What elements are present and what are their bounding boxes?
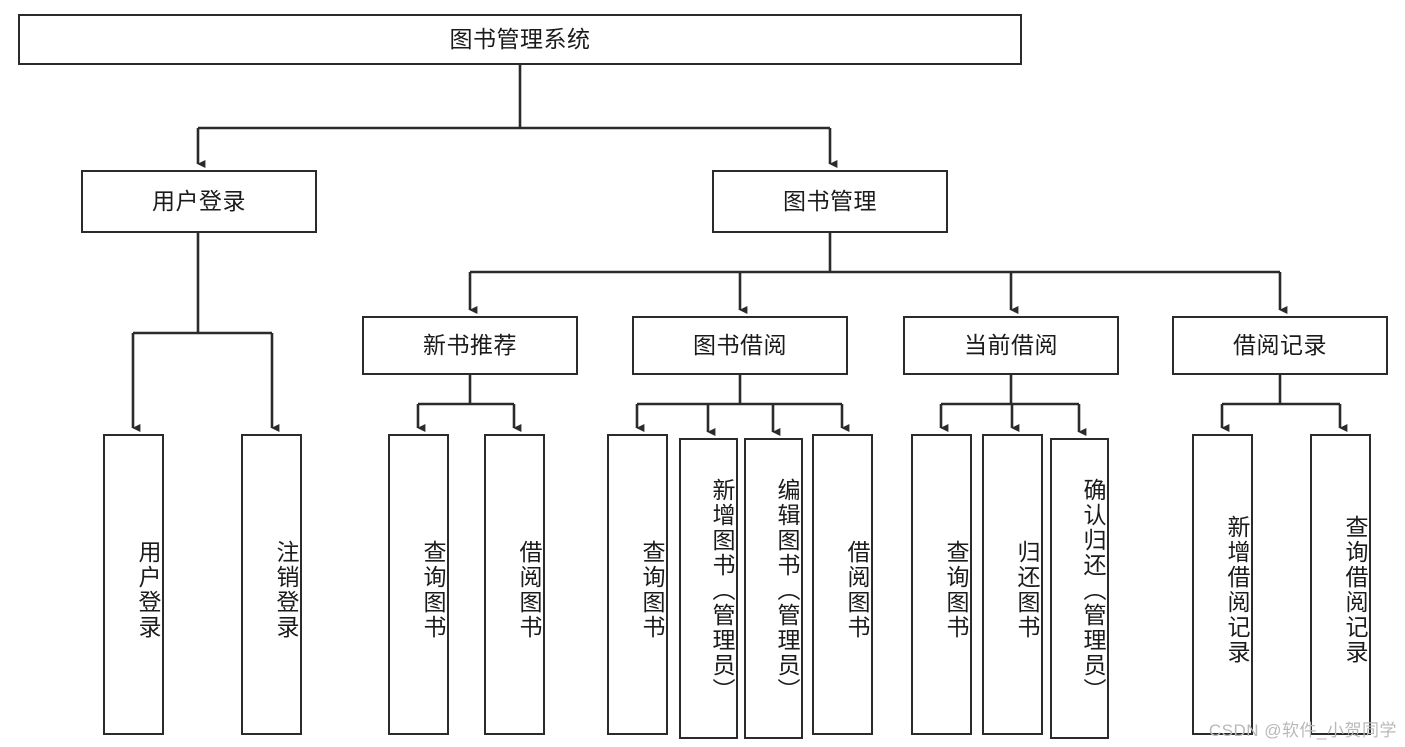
node-user-login[interactable]: 用户登录 xyxy=(81,170,317,233)
node-label: 新书推荐 xyxy=(423,331,517,358)
node-label: 归还图书 xyxy=(1014,539,1040,640)
node-leaf-add-book-admin[interactable]: 新增图书（管理员） xyxy=(679,438,738,739)
node-leaf-query-book-current[interactable]: 查询图书 xyxy=(911,434,972,735)
node-label: 图书借阅 xyxy=(693,331,787,358)
node-label: 确认归还（管理员） xyxy=(1080,478,1106,703)
node-label: 查询借阅记录 xyxy=(1342,514,1368,665)
node-book-management[interactable]: 图书管理 xyxy=(712,170,948,233)
node-leaf-logout[interactable]: 注销登录 xyxy=(241,434,302,735)
node-leaf-user-login[interactable]: 用户登录 xyxy=(103,434,164,735)
node-label: 新增图书（管理员） xyxy=(709,478,735,703)
node-label: 借阅图书 xyxy=(516,539,542,640)
node-leaf-confirm-return-admin[interactable]: 确认归还（管理员） xyxy=(1050,438,1109,739)
node-label: 当前借阅 xyxy=(964,331,1058,358)
node-leaf-borrow-book-borrowing[interactable]: 借阅图书 xyxy=(812,434,873,735)
node-leaf-edit-book-admin[interactable]: 编辑图书（管理员） xyxy=(744,438,803,739)
node-label: 注销登录 xyxy=(273,539,299,640)
node-label: 用户登录 xyxy=(152,187,246,214)
node-new-book-recommendation[interactable]: 新书推荐 xyxy=(362,316,578,375)
node-leaf-query-book-new-book[interactable]: 查询图书 xyxy=(388,434,449,735)
node-label: 查询图书 xyxy=(420,539,446,640)
node-leaf-query-borrow-record[interactable]: 查询借阅记录 xyxy=(1310,434,1371,735)
node-label: 查询图书 xyxy=(943,539,969,640)
node-label: 借阅记录 xyxy=(1233,331,1327,358)
node-root-book-management-system[interactable]: 图书管理系统 xyxy=(18,14,1022,65)
node-label: 借阅图书 xyxy=(844,539,870,640)
node-label: 编辑图书（管理员） xyxy=(774,478,800,703)
node-label: 图书管理 xyxy=(783,187,877,214)
node-leaf-borrow-book-new-book[interactable]: 借阅图书 xyxy=(484,434,545,735)
csdn-watermark: CSDN @软件_小贺同学 xyxy=(1208,721,1397,740)
node-current-borrowing[interactable]: 当前借阅 xyxy=(903,316,1119,375)
node-label: 查询图书 xyxy=(639,539,665,640)
node-label: 图书管理系统 xyxy=(449,25,591,52)
node-leaf-query-book-borrowing[interactable]: 查询图书 xyxy=(607,434,668,735)
node-book-borrowing[interactable]: 图书借阅 xyxy=(632,316,848,375)
node-borrowing-records[interactable]: 借阅记录 xyxy=(1172,316,1388,375)
node-label: 新增借阅记录 xyxy=(1224,514,1250,665)
node-leaf-add-borrow-record[interactable]: 新增借阅记录 xyxy=(1192,434,1253,735)
node-label: 用户登录 xyxy=(135,539,161,640)
node-leaf-return-book[interactable]: 归还图书 xyxy=(982,434,1043,735)
